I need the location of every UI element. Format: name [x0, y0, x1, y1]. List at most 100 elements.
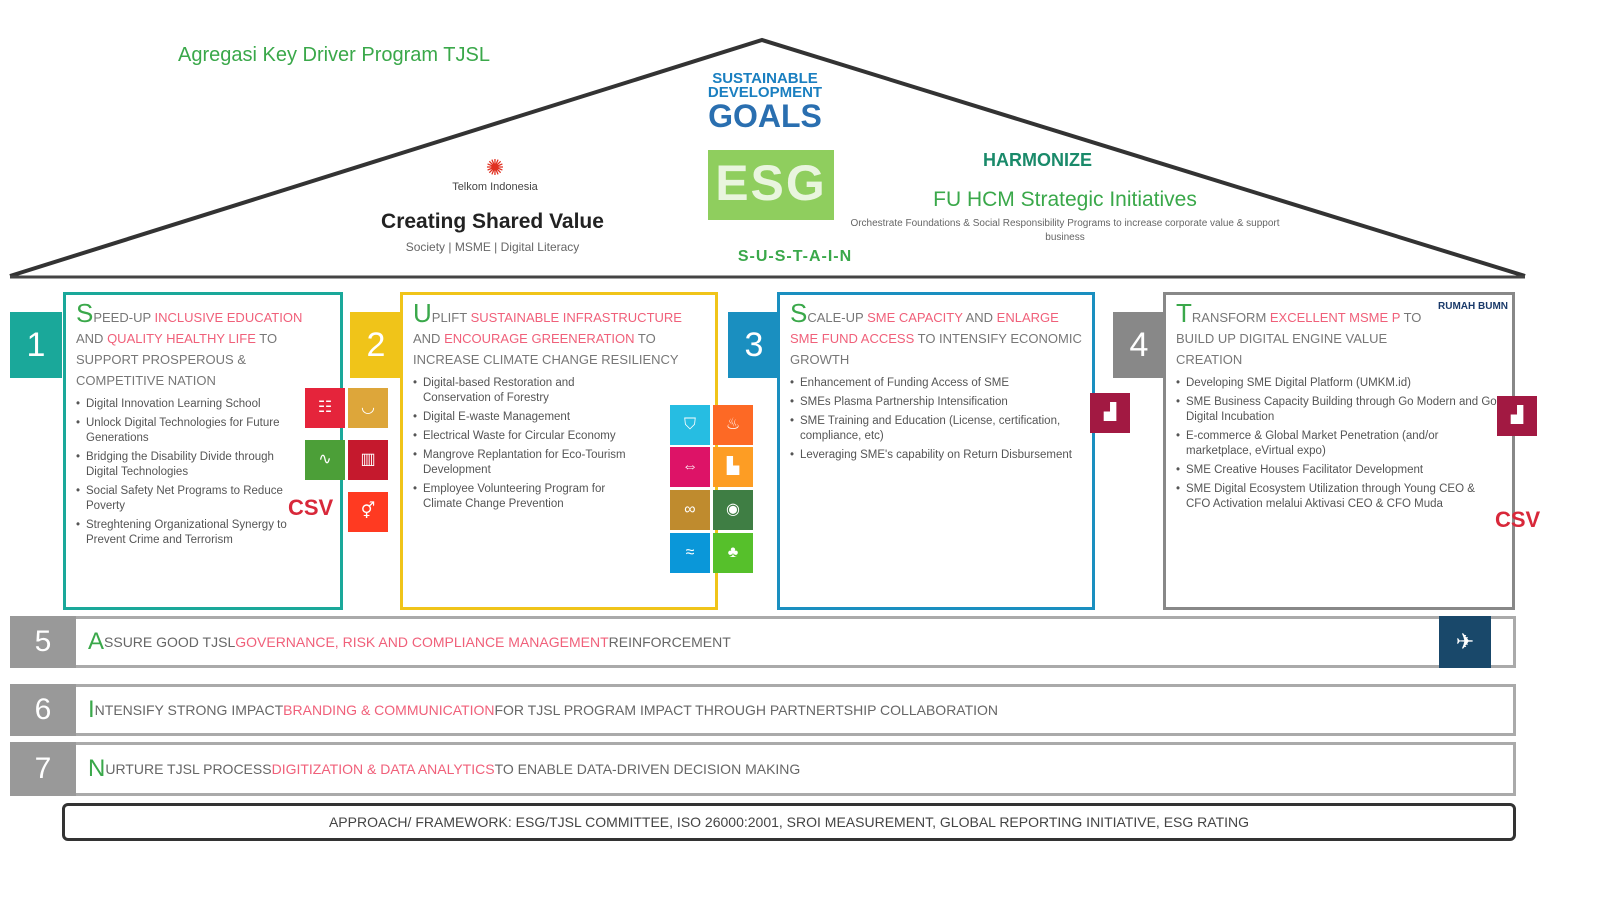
pillar-number-1: 1	[10, 312, 62, 378]
program-item: SME Creative Houses Facilitator Developm…	[1176, 463, 1502, 478]
row-highlight: BRANDING & COMMUNICATION	[283, 702, 495, 718]
program-item: Streghtening Organizational Synergy to P…	[76, 518, 290, 548]
csv-badge: CSV	[1495, 507, 1541, 532]
sdg-goal-icon: ◉	[713, 490, 753, 530]
sdg-goal-icon: ▥	[348, 440, 388, 480]
program-item: SME Business Capacity Building through G…	[1176, 395, 1502, 425]
pillar-program-list: Enhancement of Funding Access of SME SMEs…	[790, 376, 1082, 463]
row-highlight: GOVERNANCE, RISK AND COMPLIANCE MANAGEME…	[235, 634, 609, 650]
sdg-goal-icon: ▟	[1090, 393, 1130, 433]
pillar-card-2: UPLIFT SUSTAINABLE INFRASTRUCTURE AND EN…	[400, 292, 718, 610]
pillar-heading: UPLIFT SUSTAINABLE INFRASTRUCTURE AND EN…	[413, 300, 705, 370]
program-item: Digital-based Restoration and Conservati…	[413, 376, 645, 406]
row-number: 5	[10, 616, 76, 668]
pillar-initial: U	[413, 298, 432, 328]
heading-highlight: EXCELLENT MSME P	[1269, 310, 1401, 325]
sdg-goal-icon: ♣	[713, 533, 753, 573]
heading-text: CALE-UP	[807, 310, 868, 325]
sdg-goal-icon: ⚥	[348, 492, 388, 532]
row-highlight: DIGITIZATION & DATA ANALYTICS	[271, 761, 495, 777]
pillar-heading: SCALE-UP SME CAPACITY AND ENLARGE SME FU…	[790, 300, 1082, 370]
program-item: SME Training and Education (License, cer…	[790, 414, 1082, 444]
pillar-initial: T	[1176, 298, 1192, 328]
heading-text: RANSFORM	[1191, 310, 1270, 325]
sdg-goal-icon: ☷	[305, 388, 345, 428]
program-item: Digital Innovation Learning School	[76, 397, 290, 412]
pillar-initial: S	[790, 298, 808, 328]
program-item: E-commerce & Global Market Penetration (…	[1176, 429, 1502, 459]
fu-title: FU HCM Strategic Initiatives	[933, 188, 1197, 211]
program-item: Digital E-waste Management	[413, 410, 645, 425]
heading-highlight: ENLARGE SME FUND ACCESS	[790, 310, 1059, 346]
sdg-goal-icon: ✈	[1439, 616, 1491, 668]
pillar-program-list: Digital Innovation Learning SchoolUnlock…	[76, 397, 330, 548]
esg-logo: ESG	[708, 150, 834, 220]
heading-text: TO INTENSIFY ECONOMIC GROWTH	[790, 331, 1082, 367]
sdg-goal-icon: ▙	[713, 447, 753, 487]
heading-text: PLIFT	[431, 310, 471, 325]
pillar-heading: TRANSFORM EXCELLENT MSME P TO BUILD UP D…	[1176, 300, 1502, 370]
heading-highlight: INCLUSIVE EDUCATION	[154, 310, 303, 325]
telkom-logo: ✺Telkom Indonesia	[452, 155, 538, 193]
heading-highlight: SME CAPACITY	[867, 310, 963, 325]
program-item: Employee Volunteering Program for Climat…	[413, 482, 645, 512]
row-text-part: TO ENABLE DATA-DRIVEN DECISION MAKING	[494, 761, 801, 777]
heading-text: TO BUILD UP DIGITAL ENGINE VALUE CREATIO…	[1176, 310, 1422, 367]
row-initial: A	[88, 628, 105, 655]
harmonize-logo: HARMONIZE	[983, 150, 1092, 170]
program-item: Bridging the Disability Divide through D…	[76, 450, 290, 480]
pillar-card-3: SCALE-UP SME CAPACITY AND ENLARGE SME FU…	[777, 292, 1095, 610]
csv-badge: CSV	[288, 495, 334, 520]
house-roof	[9, 37, 1526, 279]
csv-subtitle: Society | MSME | Digital Literacy	[405, 240, 580, 254]
program-item: SMEs Plasma Partnership Intensification	[790, 395, 1082, 410]
row-text-part: NTENSIFY STRONG IMPACT	[94, 702, 284, 718]
pillar-program-list: Digital-based Restoration and Conservati…	[413, 376, 705, 512]
sustain-acronym: S-U-S-T-A-I-N	[737, 248, 853, 265]
pillar-heading: SPEED-UP INCLUSIVE EDUCATION AND QUALITY…	[76, 300, 330, 391]
program-item: Developing SME Digital Platform (UMKM.id…	[1176, 376, 1502, 391]
heading-text: PEED-UP	[93, 310, 155, 325]
sdg-goal-icon: ≈	[670, 533, 710, 573]
diagram-title: Agregasi Key Driver Program TJSL	[178, 44, 490, 66]
approach-framework-bar: APPROACH/ FRAMEWORK: ESG/TJSL COMMITTEE,…	[62, 803, 1516, 841]
heading-text: AND	[413, 331, 445, 346]
row-text-part: URTURE TJSL PROCESS	[105, 761, 272, 777]
heading-text: AND	[962, 310, 997, 325]
program-item: SME Digital Ecosystem Utilization throug…	[1176, 482, 1502, 512]
pillar-number-4: 4	[1113, 312, 1165, 378]
fu-subtitle: Orchestrate Foundations & Social Respons…	[850, 218, 1280, 243]
program-item: Unlock Digital Technologies for Future G…	[76, 416, 290, 446]
sdg-goal-icon: ⛉	[670, 405, 710, 445]
row-text-part: FOR TJSL PROGRAM IMPACT THROUGH PARTNERT…	[494, 702, 999, 718]
program-item: Mangrove Replantation for Eco-Tourism De…	[413, 448, 645, 478]
heading-highlight: SUSTAINABLE INFRASTRUCTURE	[470, 310, 682, 325]
heading-highlight: QUALITY HEALTHY LIFE	[107, 331, 256, 346]
sdg-goal-icon: ◡	[348, 388, 388, 428]
rumah-bumn-logo: RUMAH BUMN	[1438, 301, 1508, 312]
csv-title: Creating Shared Value	[381, 210, 604, 233]
sdg-goal-icon: ⇔	[670, 447, 710, 487]
heading-highlight: ENCOURAGE GREENERATION	[444, 331, 635, 346]
heading-text: AND	[76, 331, 108, 346]
heading-text: TO SUPPORT PROSPEROUS & COMPETITIVE NATI…	[76, 331, 278, 388]
sdg-goal-icon: ▟	[1497, 396, 1537, 436]
pillar-initial: S	[76, 298, 94, 328]
program-item: Electrical Waste for Circular Economy	[413, 429, 645, 444]
sdg-goal-icon: ∞	[670, 490, 710, 530]
pillar-card-4: TRANSFORM EXCELLENT MSME P TO BUILD UP D…	[1163, 292, 1515, 610]
pillar-card-1: SPEED-UP INCLUSIVE EDUCATION AND QUALITY…	[63, 292, 343, 610]
row-number: 6	[10, 684, 76, 736]
row-number: 7	[10, 742, 76, 796]
program-item: Enhancement of Funding Access of SME	[790, 376, 1082, 391]
row-initial: N	[88, 755, 106, 782]
program-item: Leveraging SME's capability on Return Di…	[790, 448, 1082, 463]
pillar-program-list: Developing SME Digital Platform (UMKM.id…	[1176, 376, 1502, 512]
row-text-part: SSURE GOOD TJSL	[104, 634, 236, 650]
